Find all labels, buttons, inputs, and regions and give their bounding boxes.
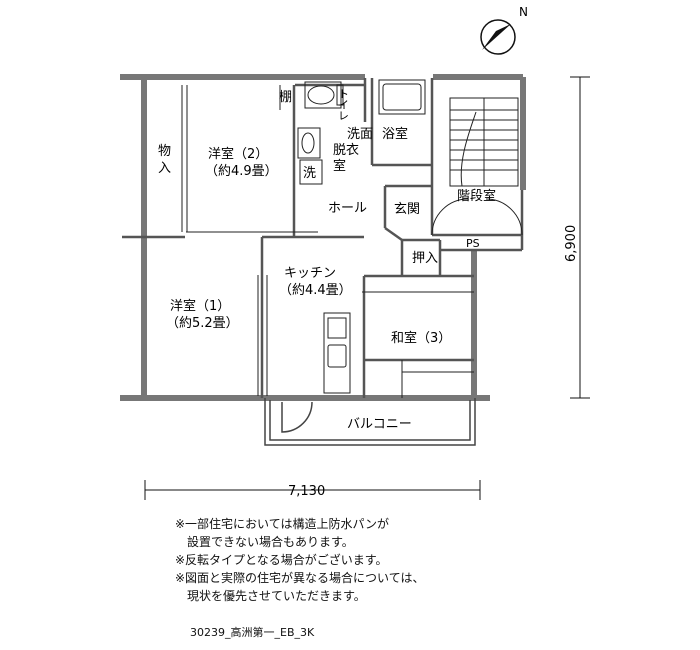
note-line-5: 現状を優先させていただきます。 (187, 589, 366, 603)
entrance-label: 玄関 (394, 202, 420, 217)
closet-label-a: 物 (158, 144, 171, 159)
compass-circle (480, 19, 516, 55)
washer-pan (299, 159, 323, 185)
western-room-1-size: （約5.2畳） (166, 316, 239, 331)
interior-walls (122, 78, 524, 398)
shelf-label: 棚 (279, 90, 292, 105)
plan-code: 30239_高洲第一_EB_3K (190, 626, 315, 639)
washer-label: 洗 (303, 166, 316, 181)
compass: N (480, 5, 528, 55)
kitchen-name: キッチン (284, 266, 336, 281)
washroom-label-b: 脱衣 (333, 142, 359, 158)
sliding-doors (181, 85, 474, 398)
japanese-room-3-label: 和室（3） (391, 330, 451, 346)
hall-label: ホール (328, 201, 367, 216)
washroom-label-c: 室 (333, 158, 346, 174)
height-dimension: 6,900 (564, 225, 579, 262)
note-line-1: ※一部住宅においては構造上防水パンが (175, 517, 390, 531)
kitchen-counter (323, 312, 351, 394)
width-dimension: 7,130 (288, 484, 325, 499)
compass-needle-icon (482, 24, 511, 50)
western-room-2-name: 洋室（2） (208, 146, 268, 162)
bathtub-fixture (378, 79, 426, 115)
balcony (264, 398, 476, 446)
ps-label: PS (466, 237, 480, 250)
washroom-label-a: 洗面 (347, 127, 373, 142)
note-line-3: ※反転タイプとなる場合がございます。 (175, 553, 388, 567)
toilet-label: トイレ (337, 88, 350, 121)
toilet-fixture (304, 81, 344, 109)
storage-label: 押入 (412, 251, 438, 266)
kitchen-size: （約4.4畳） (279, 283, 352, 298)
compass-north-label: N (519, 5, 528, 19)
note-line-4: ※図面と実際の住宅が異なる場合については、 (175, 571, 425, 585)
western-room-1-name: 洋室（1） (170, 298, 230, 314)
notes: ※一部住宅においては構造上防水パンが 設置できない場合もあります。 ※反転タイプ… (175, 515, 495, 605)
dimension-lines (144, 76, 590, 500)
balcony-label: バルコニー (347, 417, 412, 432)
bath-label: 浴室 (382, 126, 408, 142)
note-line-2: 設置できない場合もあります。 (187, 535, 354, 549)
western-room-2-size: （約4.9畳） (205, 164, 278, 179)
stairwell-label: 階段室 (457, 188, 496, 204)
washbasin-fixture (297, 127, 321, 159)
closet-label-b: 入 (158, 161, 171, 176)
stairwell (431, 97, 523, 236)
